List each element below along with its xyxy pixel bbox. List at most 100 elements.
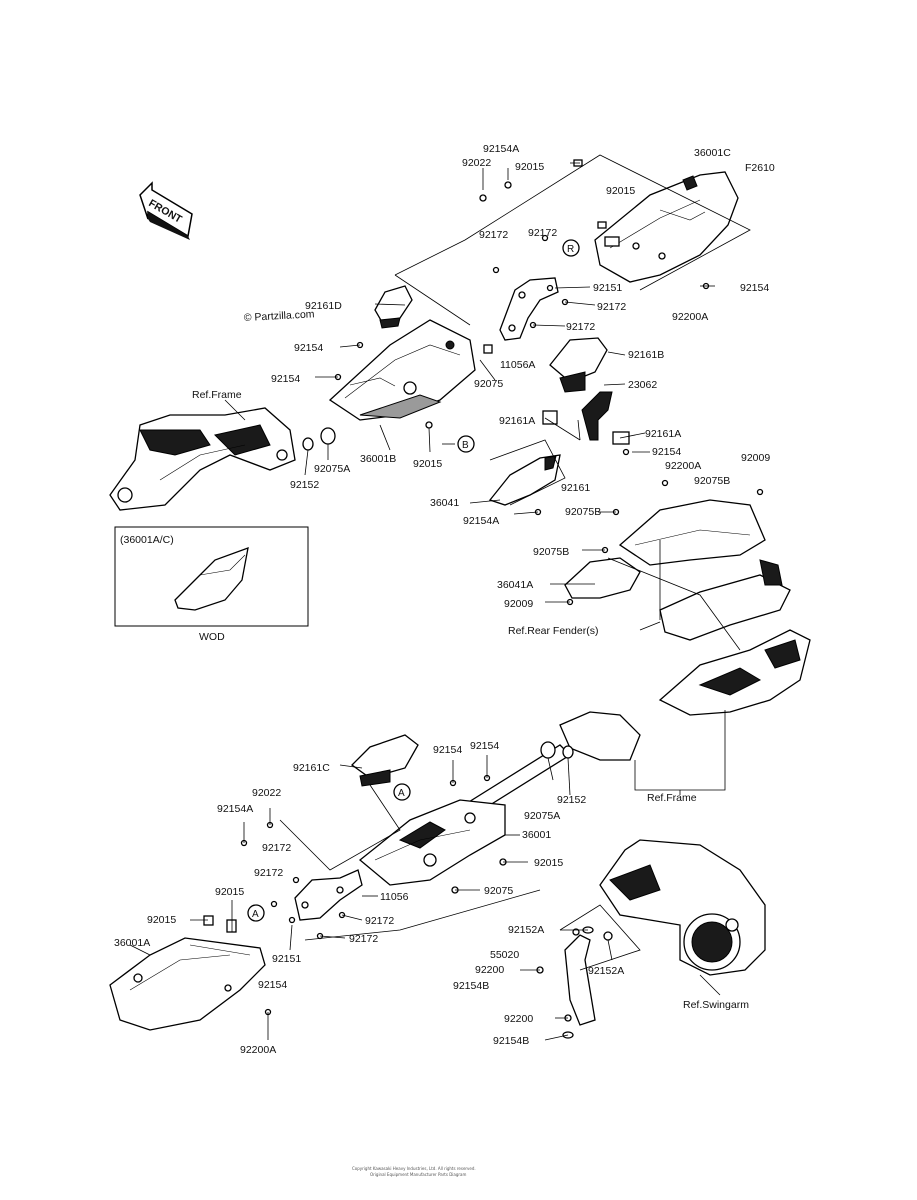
callout-a-2: A [247, 904, 265, 922]
swingarm-ref [599, 839, 766, 976]
label-92152: 92152 [557, 794, 586, 806]
label-92154a: 92154A [217, 803, 253, 815]
seat-cowl-36001 [358, 799, 506, 886]
label-ref-frame: Ref.Frame [647, 792, 697, 804]
watermark: © Partzilla.com [244, 308, 316, 324]
label-92152a: 92152A [588, 965, 624, 977]
label-92161d: 92161D [305, 300, 342, 312]
label-92154: 92154 [740, 282, 769, 294]
svg-text:A: A [398, 788, 405, 799]
bracket-11056 [294, 869, 363, 921]
label-92009: 92009 [504, 598, 533, 610]
side-cover-36041 [488, 454, 561, 506]
label-92161b: 92161B [628, 349, 664, 361]
label-92161a: 92161A [499, 415, 535, 427]
label-92172: 92172 [479, 229, 508, 241]
tail-light-92161b [549, 337, 608, 393]
tail-light-92161c [351, 734, 419, 787]
label-92015: 92015 [534, 857, 563, 869]
label-92015: 92015 [413, 458, 442, 470]
label-11056: 11056 [380, 891, 409, 903]
label-92172: 92172 [349, 933, 378, 945]
label-92151: 92151 [272, 953, 301, 965]
callout-b-1: B [457, 435, 475, 453]
label-92172: 92172 [254, 867, 283, 879]
frame-ref-right [658, 629, 811, 716]
label-92161c: 92161C [293, 762, 330, 774]
label-36001c: 36001C [694, 147, 731, 159]
label-55020: 55020 [490, 949, 519, 961]
license-bracket-55020 [536, 928, 613, 1026]
bracket-23062 [581, 391, 613, 441]
label-92015: 92015 [515, 161, 544, 173]
part-labels: 92154A 92022 92015 36001C 92015 92172 92… [114, 143, 770, 1056]
label-92075: 92075 [474, 378, 503, 390]
frame-ref-left [109, 407, 296, 511]
label-92152: 92152 [290, 479, 319, 491]
footer-line-2: Original Equipment Manufacturer Parts Di… [370, 1172, 467, 1177]
label-92154: 92154 [294, 342, 323, 354]
label-92154: 92154 [258, 979, 287, 991]
label-92172: 92172 [262, 842, 291, 854]
label-92172: 92172 [597, 301, 626, 313]
label-36041: 36041 [430, 497, 459, 509]
label-92075b: 92075B [533, 546, 569, 558]
label-11056a: 11056A [500, 359, 535, 371]
label-92161: 92161 [561, 482, 590, 494]
washer-92075a [302, 427, 336, 451]
svg-text:R: R [567, 244, 574, 255]
label-36001a: 36001A [114, 937, 150, 949]
label-92075b: 92075B [694, 475, 730, 487]
footer-line-1: Copyright Kawasaki Heavy Industries, Ltd… [352, 1166, 476, 1171]
label-92022: 92022 [462, 157, 491, 169]
label-ref-swingarm: Ref.Swingarm [683, 999, 749, 1011]
label-92075b: 92075B [565, 506, 601, 518]
callout-a-1: A [393, 783, 411, 801]
svg-text:A: A [252, 909, 259, 920]
label-92154: 92154 [271, 373, 300, 385]
label-ref-frame: Ref.Frame [192, 389, 242, 401]
label-92009: 92009 [741, 452, 770, 464]
label-23062: 23062 [628, 379, 657, 391]
tail-light-92161d [374, 285, 413, 329]
pad-92161a-1 [542, 410, 558, 425]
inset-caption: WOD [199, 631, 225, 643]
callout-r-1: R [562, 239, 580, 257]
label-92172: 92172 [365, 915, 394, 927]
label-92200: 92200 [475, 964, 504, 976]
label-92154b: 92154B [453, 980, 489, 992]
seat-cover-36001a [109, 937, 266, 1031]
label-92154: 92154 [433, 744, 462, 756]
seat-cowl-36001b [328, 319, 476, 421]
bracket-11056a [499, 277, 559, 341]
label-92154a: 92154A [483, 143, 519, 155]
front-arrow-icon: FRONT [139, 181, 193, 240]
label-92200: 92200 [504, 1013, 533, 1025]
label-ref-rear-fender: Ref.Rear Fender(s) [508, 625, 598, 637]
label-92154: 92154 [470, 740, 499, 752]
diagram-code: F2610 [745, 162, 775, 174]
label-92172: 92172 [528, 227, 557, 239]
label-92075a: 92075A [314, 463, 350, 475]
inset-title: (36001A/C) [120, 534, 174, 546]
label-92152a: 92152A [508, 924, 544, 936]
svg-text:B: B [462, 440, 469, 451]
label-92172: 92172 [566, 321, 595, 333]
label-92151: 92151 [593, 282, 622, 294]
label-36001b: 36001B [360, 453, 396, 465]
label-36001: 36001 [522, 829, 551, 841]
label-92015: 92015 [215, 886, 244, 898]
label-92161a: 92161A [645, 428, 681, 440]
rear-fender-36041a [564, 499, 791, 641]
inset-box: (36001A/C) WOD [114, 526, 309, 643]
label-36041a: 36041A [497, 579, 533, 591]
label-92022: 92022 [252, 787, 281, 799]
label-92154: 92154 [652, 446, 681, 458]
label-92154b: 92154B [493, 1035, 529, 1047]
seat-cover-36001c [594, 171, 739, 283]
leader-lines [129, 154, 751, 1041]
label-92200a: 92200A [672, 311, 708, 323]
label-92154a: 92154A [463, 515, 499, 527]
